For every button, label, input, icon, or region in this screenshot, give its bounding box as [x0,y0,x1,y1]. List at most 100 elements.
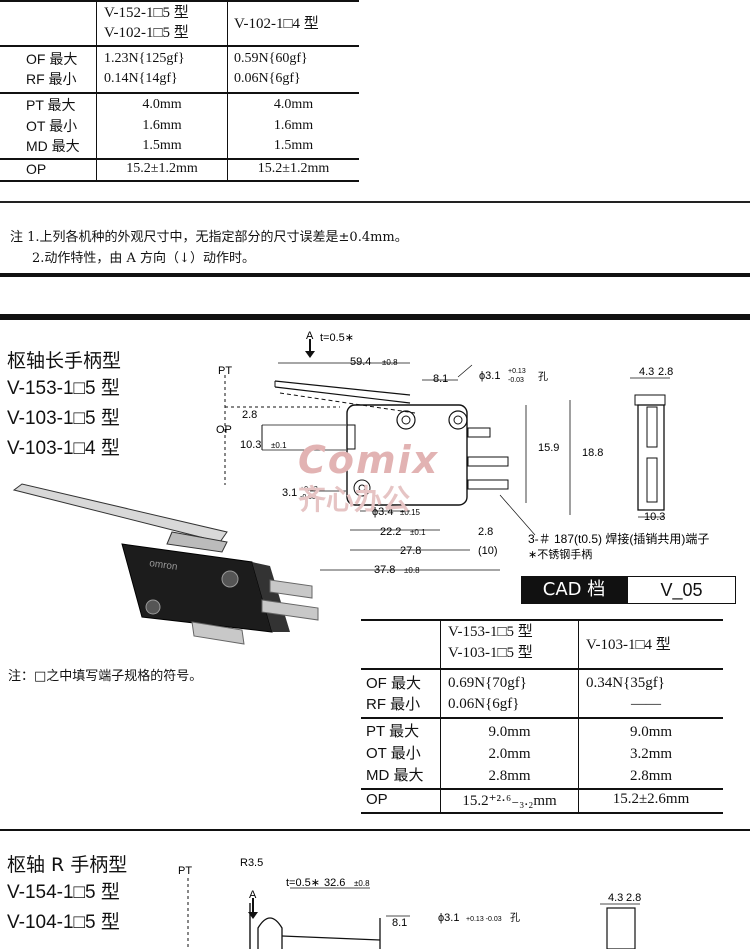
table1-header-col2: V-102-1□4 型 [234,16,319,32]
table1-label-op: OP [26,161,47,177]
table1-col-rule [96,0,97,182]
table2-bottom-rule [361,812,723,814]
product-photo: omron [12,483,319,645]
dim-hole: ϕ3.1 [479,370,500,382]
table1-op-col2: 15.2±1.2mm [257,161,330,176]
dim-27-8: 27.8 [400,545,421,557]
dim-hole-2-suffix: 孔 [510,912,520,924]
model-item: V-153-1□5 型 [7,378,120,399]
watermark-brand: Comix [298,438,440,482]
dim-37-8: 37.8 [374,564,395,576]
dim-2-8b: 2.8 [478,526,493,538]
table1-rule [0,45,359,47]
model-item: V-154-1□5 型 [7,882,120,903]
table2-top-rule [361,619,723,621]
dim-phi-3-4-tol: ±0.15 [400,508,421,517]
dim-10: (10) [478,545,498,557]
table1-bottom-rule [0,180,359,182]
table1-top-rule [0,0,359,2]
table2-rule [361,717,723,719]
table1-rule [0,158,359,160]
dim-op: OP [216,424,232,436]
section2-top-bar [0,314,750,320]
dim-side-2-8-2: 2.8 [626,892,641,904]
dim-hole-suffix: 孔 [538,371,548,383]
section2-title: 枢轴长手柄型 [7,350,122,372]
table1-force-col2: 0.59N{60gf}0.06N{6gf} [234,51,308,86]
dim-side-4-3: 4.3 [639,366,654,378]
dim-hole-2: ϕ3.1 [438,912,459,924]
dim-hole-tol-dn: -0.03 [508,377,524,384]
section3-model-list: V-154-1□5 型 V-104-1□5 型 [7,878,120,938]
dim-3-1: 3.1 [282,487,297,499]
dim-8-1: 8.1 [433,373,448,385]
dim-10-3: 10.3 [240,439,261,451]
dim-37-8-tol: ±0.8 [404,566,420,575]
table2-col-rule [578,619,579,814]
note-line-2: 2.动作特性，由 A 方向（↓）动作时。 [32,251,255,266]
dim-length-2: 32.6 [324,877,345,889]
dim-phi-3-4: ϕ3.4 [372,506,393,518]
dim-a-label: A [306,330,314,342]
section3-title: 枢轴 R 手柄型 [7,854,128,876]
dim-10-3-tol: ±0.1 [271,441,287,450]
table2-col-rule [440,619,441,814]
table1-rule [0,92,359,94]
dim-thickness: t=0.5∗ [320,332,354,344]
dim-side-10-3: 10.3 [644,511,665,523]
table2-rule [361,668,723,670]
dim-18-8: 18.8 [582,447,603,459]
dim-side-2-8: 2.8 [658,366,673,378]
model-item: V-104-1□5 型 [7,912,120,933]
switch-r-lever-drawing: R3.5 A t=0.5∗ PT 32.6 ±0.8 8.1 ϕ3.1 +0.1… [178,857,641,949]
product-brand-mark: omron [149,558,179,573]
cad-file-value[interactable]: V_05 [627,576,736,604]
dim-thickness-2: t=0.5∗ [286,877,320,889]
dim-22-2-tol: ±0.1 [410,528,426,537]
model-item: V-103-1□4 型 [7,438,120,459]
note-line-1: 注 1.上列各机种的外观尺寸中，无指定部分的尺寸误差是±0.4mm。 [10,230,408,245]
dim-8-1-2: 8.1 [392,917,407,929]
cad-file-label: CAD 档 [521,576,627,604]
model-item: V-103-1□5 型 [7,408,120,429]
table1-force-col1: 1.23N{125gf}0.14N{14gf} [104,51,185,86]
dim-r3-5: R3.5 [240,857,263,869]
table2-label-op: OP [366,791,388,808]
dim-hole-2-tol: +0.13 -0.03 [466,916,502,923]
dim-3-1-up: +0.13 [300,486,318,493]
dim-length-tol: ±0.8 [382,358,398,367]
dim-22-2: 22.2 [380,526,401,538]
table2-force-col2: 0.34N{35gf} —— [586,675,665,712]
terminal-spec: 3-＃ 187(t0.5) 焊接(插销共用)端子 [528,531,709,546]
table2-header-col2: V-103-1□4 型 [586,637,671,653]
dim-pt-2: PT [178,865,192,877]
dim-3-1-dn: -0.03 [300,494,316,501]
table1-col-rule [227,0,228,182]
switch-dimension-drawing: A t=0.5∗ PT OP 59.4 ±0.8 8.1 ϕ3.1 +0.13 … [216,330,709,576]
divider-thin [0,201,750,203]
dim-2-8: 2.8 [242,409,257,421]
dim-a-label-2: A [249,889,257,901]
dim-side-4-3-2: 4.3 [608,892,623,904]
table2-rule [361,788,723,790]
section2-model-list: V-153-1□5 型 V-103-1□5 型 V-103-1□4 型 [7,374,120,464]
section2-note: 注：□之中填写端子规格的符号。 [8,669,203,684]
section3-divider [0,829,750,831]
table2-op-col2: 15.2±2.6mm [612,791,690,807]
watermark-cn: 齐心办公 [298,483,411,516]
stainless-note: ∗不锈钢手柄 [528,547,592,561]
table2-op-col1: 15.2⁺²·⁶₋₃.₂mm [462,793,557,809]
dim-length-2-tol: ±0.8 [354,879,370,888]
dim-length: 59.4 [350,356,371,368]
dim-15-9: 15.9 [538,442,559,454]
dim-hole-tol-up: +0.13 [508,368,526,375]
